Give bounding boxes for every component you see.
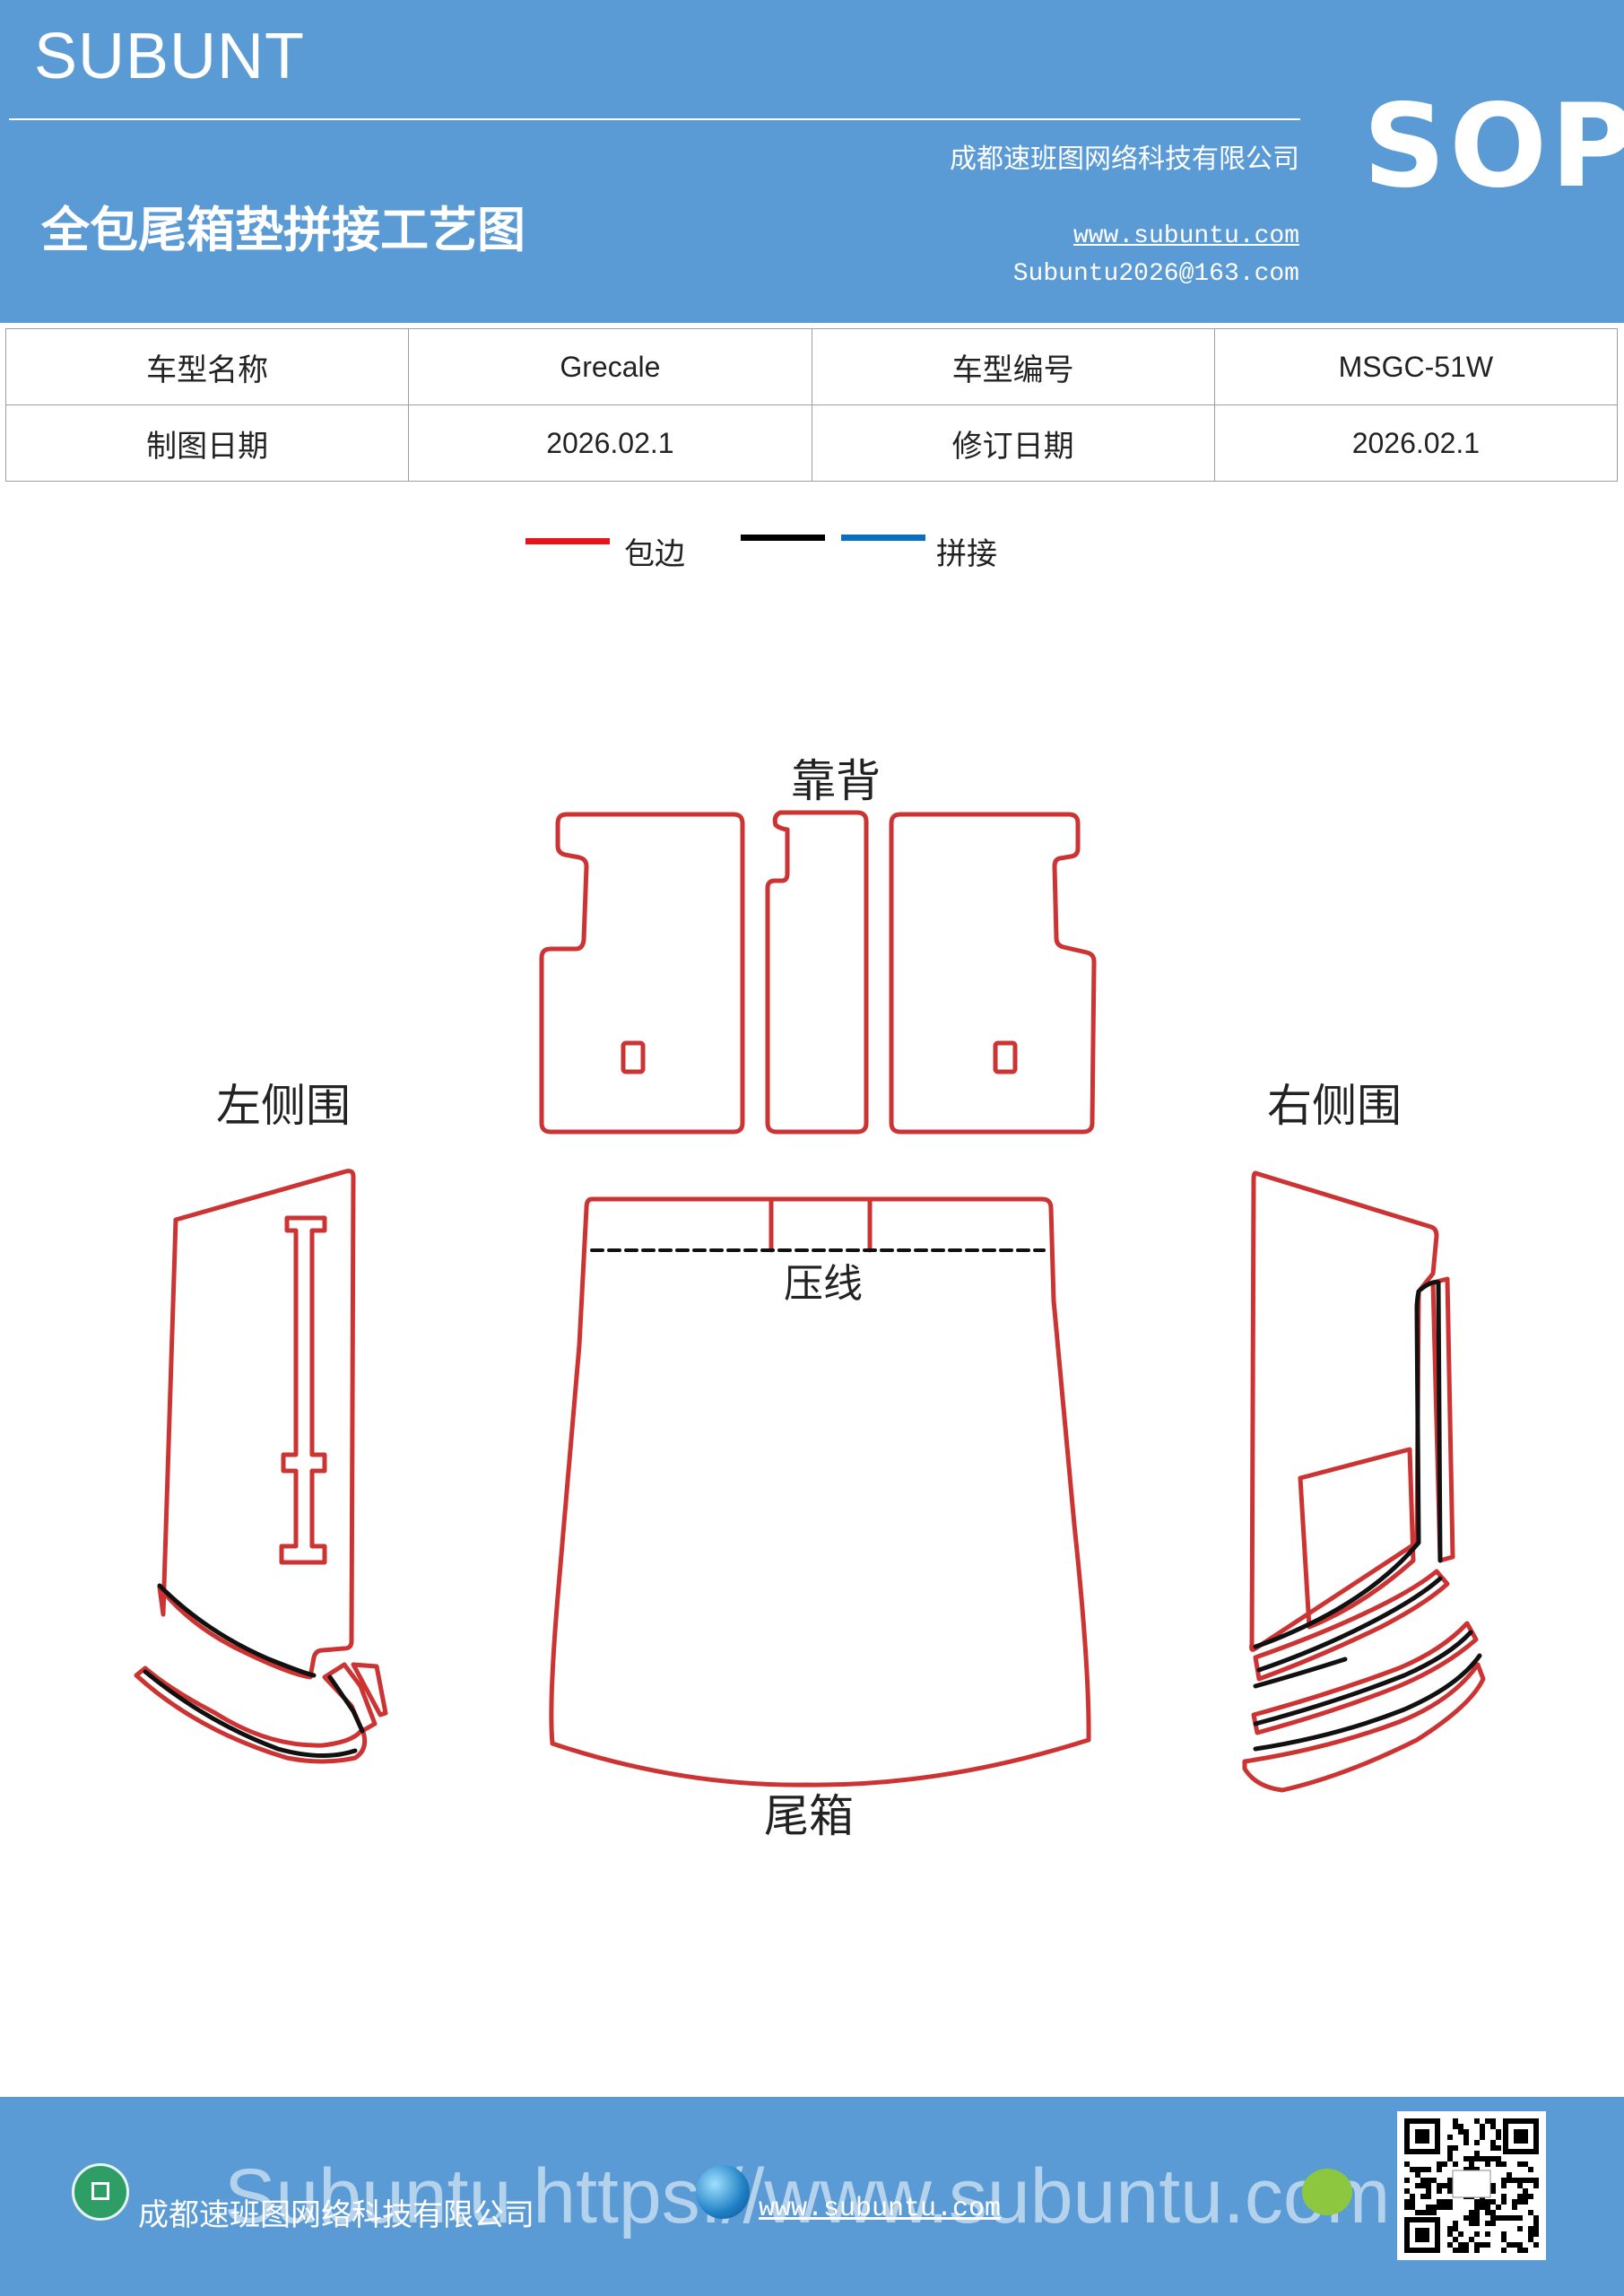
footer-company: 成都速班图网络科技有限公司 (138, 2197, 534, 2233)
legend: 包边 拼接 (0, 520, 1624, 574)
backrest-left-panel (539, 812, 745, 1135)
right-side-strip-3 (1242, 1662, 1486, 1793)
left-side-strip-seam (143, 1669, 358, 1758)
wechat-icon (1302, 2169, 1352, 2215)
right-side-rail-outer (1430, 1276, 1455, 1563)
email-address[interactable]: Subuntu2026@163.com (1012, 260, 1299, 288)
sop-badge: SOP (1363, 80, 1624, 213)
table-cell: 2026.02.1 (408, 404, 812, 482)
footer-banner: Subuntu https://www.subuntu.com 成都速班图网络科… (0, 2097, 1624, 2296)
right-side-rail-seam-2 (1253, 1289, 1421, 1649)
footer-watermark: Subuntu https://www.subuntu.com (224, 2153, 1391, 2239)
table-cell: 制图日期 (4, 404, 410, 482)
table-cell: Grecale (408, 328, 812, 405)
legend-label-splice: 拼接 (936, 536, 997, 572)
right-side-strip-seam-4 (1253, 1657, 1348, 1689)
mat-diagram: 靠背 左侧围 右侧围 压线 尾箱 (134, 755, 1486, 1842)
header-divider (9, 118, 1300, 120)
backrest-right-panel (889, 812, 1097, 1135)
building-icon (72, 2163, 129, 2221)
legend-line-splice (841, 535, 925, 541)
right-side-strip-1 (1253, 1569, 1450, 1682)
legend-label-edge: 包边 (624, 536, 685, 572)
globe-icon (696, 2165, 750, 2219)
label-trunk: 尾箱 (764, 1790, 854, 1842)
right-side-strip-seam-1 (1256, 1576, 1443, 1673)
table-cell: MSGC-51W (1213, 328, 1619, 405)
table-cell: 车型编号 (811, 328, 1215, 405)
right-side-strip-seam-2 (1253, 1630, 1473, 1726)
qr-code (1397, 2111, 1546, 2260)
label-crease: 压线 (784, 1261, 863, 1307)
left-side-corner-seam (327, 1674, 365, 1734)
right-side-rail-seam-1 (1418, 1280, 1443, 1563)
page-title: 全包尾箱垫拼接工艺图 (41, 201, 525, 258)
table-cell: 修订日期 (811, 404, 1215, 482)
table-row: 制图日期 2026.02.1 修订日期 2026.02.1 (4, 404, 1619, 482)
brand-name: SUBUNT (34, 21, 306, 92)
header-banner: SUBUNT 全包尾箱垫拼接工艺图 成都速班图网络科技有限公司 www.subu… (0, 0, 1624, 323)
right-side-inset (1298, 1447, 1416, 1630)
left-side-corner-piece (322, 1662, 378, 1734)
footer-website-link[interactable]: www.subuntu.com (759, 2194, 1002, 2224)
label-right-side: 右侧围 (1267, 1080, 1402, 1132)
left-side-corner-piece-2 (351, 1662, 388, 1718)
backrest-left-cutout (621, 1040, 646, 1074)
table-cell: 车型名称 (4, 328, 410, 405)
website-link[interactable]: www.subuntu.com (1073, 222, 1299, 250)
left-side-panel (157, 1169, 356, 1680)
left-side-rail (279, 1215, 327, 1565)
left-side-seam (157, 1583, 317, 1678)
table-cell: 2026.02.1 (1213, 404, 1619, 482)
label-backrest: 靠背 (791, 755, 881, 807)
trunk-floor-panel (549, 1196, 1091, 1787)
backrest-right-cutout (993, 1040, 1018, 1074)
backrest-middle-panel (765, 810, 869, 1135)
company-name: 成都速班图网络科技有限公司 (950, 144, 1299, 175)
legend-line-black (741, 535, 825, 541)
label-left-side: 左侧围 (216, 1080, 351, 1132)
table-row: 车型名称 Grecale 车型编号 MSGC-51W (4, 328, 1619, 405)
right-side-panel (1249, 1170, 1439, 1652)
right-side-strip-2 (1251, 1621, 1479, 1735)
vehicle-info-table: 车型名称 Grecale 车型编号 MSGC-51W 制图日期 2026.02.… (4, 328, 1619, 482)
right-side-strip-seam-3 (1253, 1653, 1482, 1752)
legend-line-edge (525, 538, 610, 544)
